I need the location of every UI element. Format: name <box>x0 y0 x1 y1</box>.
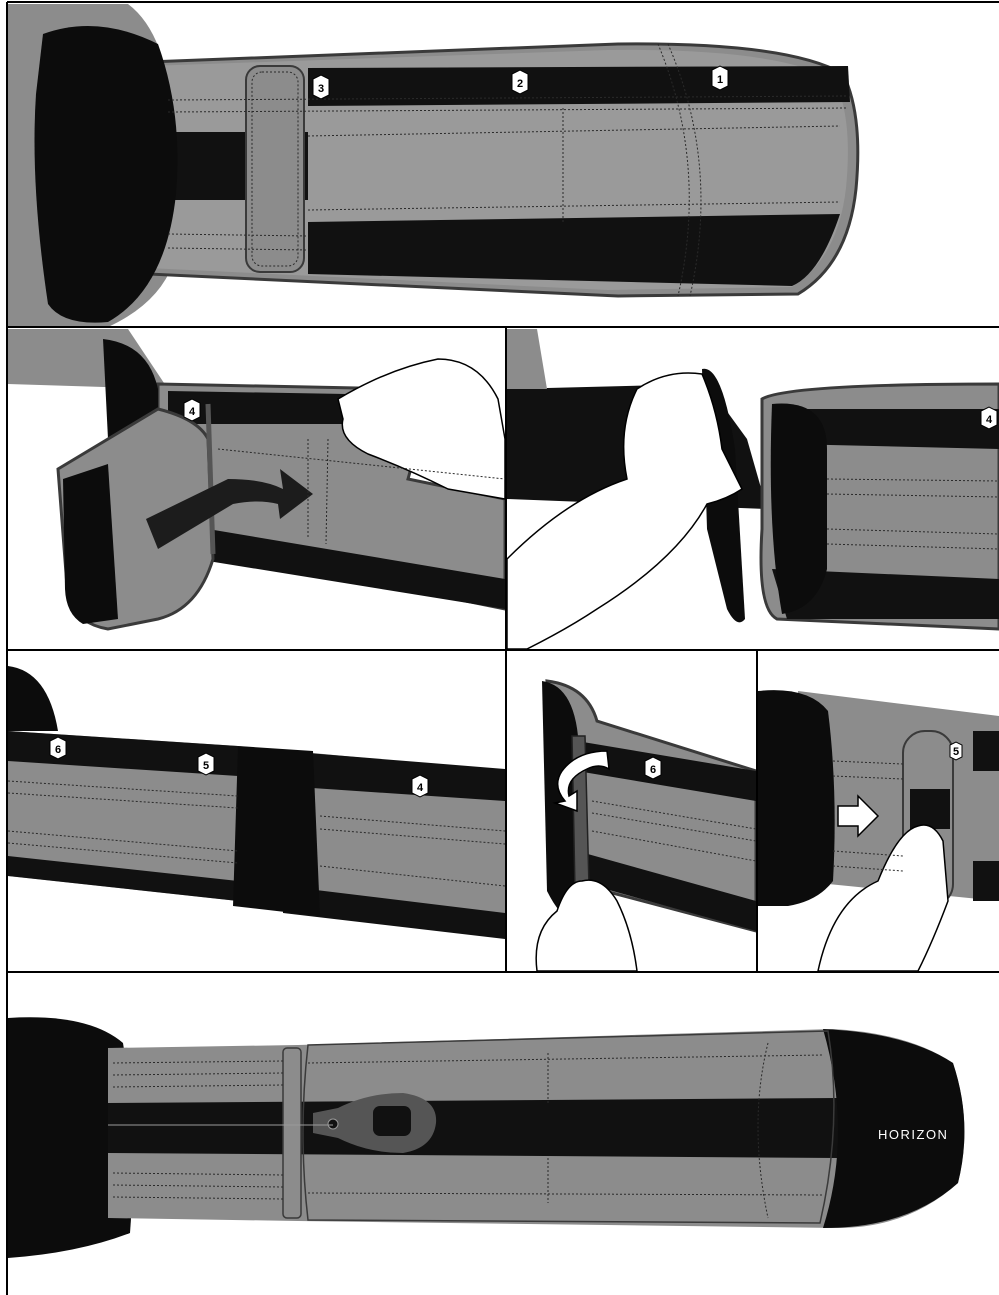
tag-label-4: 4 <box>986 414 993 426</box>
tag-label-5: 5 <box>953 746 959 758</box>
tag-label-6: 6 <box>650 764 656 776</box>
brace-illustration-4: 6 5 4 <box>8 651 505 971</box>
tag-label-6: 6 <box>55 744 61 756</box>
panel-step-7: HORIZON <box>8 973 999 1293</box>
brace-illustration-1: 3 2 1 <box>8 4 999 327</box>
brace-illustration-5: 6 <box>507 651 756 971</box>
brace-illustration-6: 5 <box>758 651 999 971</box>
brand-logo-text: HORIZON <box>878 1127 948 1142</box>
tag-label-3: 3 <box>318 83 324 95</box>
tag-label-4: 4 <box>417 782 424 794</box>
panel-step-3: 4 <box>507 329 999 649</box>
tag-label-4: 4 <box>189 406 196 418</box>
panel-step-1: 3 2 1 <box>8 4 999 327</box>
tag-label-5: 5 <box>203 760 209 772</box>
brace-illustration-3: 4 <box>507 329 999 649</box>
panel-step-5: 6 <box>507 651 756 971</box>
brace-illustration-7: HORIZON <box>8 973 999 1293</box>
brace-illustration-2: 4 <box>8 329 505 649</box>
panel-step-2: 4 <box>8 329 505 649</box>
tag-label-2: 2 <box>517 78 523 90</box>
tag-label-1: 1 <box>717 74 723 86</box>
panel-step-4: 6 5 4 <box>8 651 505 971</box>
panel-step-6: 5 <box>758 651 999 971</box>
